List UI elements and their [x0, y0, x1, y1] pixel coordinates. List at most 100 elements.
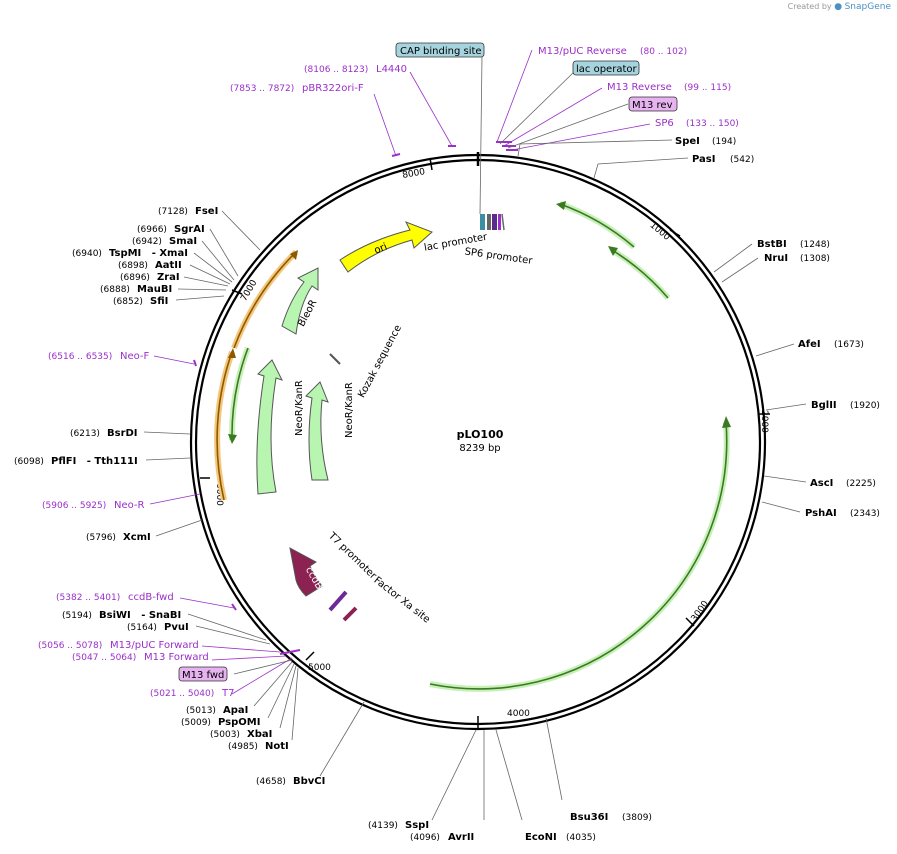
t7-promoter-label: T7 promoter — [325, 530, 379, 582]
primer-t7-name: T7 — [221, 688, 234, 699]
tick-2000: 2000 — [759, 410, 769, 433]
enzyme-pvui-pos: (5164) — [127, 623, 157, 633]
enzyme-nrui-pos: (1308) — [800, 254, 830, 264]
primer-labels: M13/pUC Reverse (80 .. 102) M13 Reverse … — [38, 46, 739, 699]
enzyme-bsiwi-pos: (5194) — [62, 611, 92, 621]
primer-m13puc-rev-name: M13/pUC Reverse — [538, 46, 627, 57]
ori-feature: ori — [339, 221, 433, 273]
enzyme-smai-name: SmaI — [169, 236, 197, 247]
enzyme-pshai-pos: (2343) — [850, 509, 880, 519]
enzyme-xcmi-name: XcmI — [123, 532, 151, 543]
orf-arc-1a-head — [556, 201, 566, 210]
neokan-label-2: NeoR/KanR — [344, 382, 355, 438]
enzyme-bglii-name: BglII — [811, 400, 837, 411]
enzyme-pflfi-name: PflFI - Tth111I — [51, 456, 138, 467]
enzyme-bstbi-name: BstBI — [757, 239, 787, 250]
enzyme-nrui-name: NruI — [764, 253, 788, 264]
enzyme-asci-name: AscI — [810, 478, 833, 489]
neokan-label-1: NeoR/KanR — [294, 380, 305, 436]
primer-m13-rev-name: M13 Reverse — [607, 82, 672, 93]
orange-arc-2-core — [216, 351, 233, 501]
m13-rev-box: M13 rev — [628, 96, 678, 112]
primer-m13-fwd-pos: (5047 .. 5064) — [72, 653, 136, 663]
enzyme-sspi-name: SspI — [405, 820, 429, 831]
enzyme-sfii-pos: (6852) — [113, 297, 143, 307]
enzyme-sspi-pos: (4139) — [368, 821, 398, 831]
kozak-feature: Kozak sequence — [329, 323, 404, 400]
orf-arc-1a-core — [559, 203, 635, 248]
primer-neor-name: Neo-R — [114, 500, 145, 511]
orf-arc-2 — [429, 421, 730, 692]
factor-xa-label: Factor Xa site — [372, 575, 432, 626]
orange-arcs — [214, 249, 299, 501]
primer-pbr322-pos: (7853 .. 7872) — [230, 84, 294, 94]
enzyme-sfii-name: SfiI — [150, 296, 168, 307]
enzyme-maubi-name: MauBI — [137, 284, 172, 295]
orf-arc-3-head — [228, 434, 237, 444]
tick-4000: 4000 — [507, 709, 530, 719]
enzyme-bbvci-pos: (4658) — [256, 777, 286, 787]
enzyme-sgrai-name: SgrAI — [174, 224, 205, 235]
primer-neof-pos: (6516 .. 6535) — [48, 352, 112, 362]
primer-marks — [193, 141, 518, 655]
t7-factorxa-feature: T7 promoter Factor Xa site — [325, 530, 432, 626]
enzyme-pspomi-name: PspOMI — [218, 717, 260, 728]
enzyme-apai-pos: (5013) — [186, 706, 216, 716]
cap-box-label: CAP binding site — [400, 46, 482, 57]
enzyme-zrai-pos: (6896) — [120, 273, 150, 283]
enzyme-apai-name: ApaI — [223, 705, 248, 716]
enzyme-xbai-pos: (5003) — [210, 730, 240, 740]
enzyme-sgrai-pos: (6966) — [137, 225, 167, 235]
primer-sp6-pos: (133 .. 150) — [686, 119, 739, 129]
primer-m13puc-rev-pos: (80 .. 102) — [640, 47, 687, 57]
orange-arc-1-core — [233, 251, 297, 349]
enzyme-aatii-name: AatII — [155, 260, 182, 271]
enzyme-bglii-pos: (1920) — [850, 401, 880, 411]
primer-l4440-pos: (8106 .. 8123) — [304, 65, 368, 75]
enzyme-labels-left: (4096) AvrII (4139) SspI (4658) BbvCI (4… — [14, 206, 474, 843]
tick-marks — [200, 152, 770, 728]
enzyme-labels-right: SpeI (194) PasI (542) BstBI (1248) NruI … — [525, 136, 880, 843]
enzyme-smai-pos: (6942) — [132, 237, 162, 247]
primer-ccdb-pos: (5382 .. 5401) — [56, 593, 120, 603]
enzyme-pasi-pos: (542) — [730, 155, 754, 165]
plasmid-name: pLO100 — [457, 428, 504, 441]
orf-arc-2-head — [722, 416, 731, 428]
enzyme-bsrdi-name: BsrDI — [107, 428, 138, 439]
enzyme-zrai-name: ZraI — [157, 272, 180, 283]
enzyme-xbai-name: XbaI — [247, 729, 272, 740]
credit-brand: SnapGene — [844, 2, 891, 12]
credit-prefix: Created by — [787, 2, 832, 11]
primer-m13-rev-pos: (99 .. 115) — [684, 83, 731, 93]
neokan-feature-1: NeoR/KanR — [256, 359, 305, 495]
lac-operator-box: lac operator — [572, 60, 640, 76]
enzyme-tspmi-name: TspMI - XmaI — [109, 248, 188, 259]
tick-3000: 3000 — [690, 599, 711, 624]
orf-arc-3 — [228, 346, 251, 441]
enzyme-pasi-name: PasI — [692, 154, 715, 165]
lac-promoter-feature: lac promoter SP6 promoter — [423, 213, 534, 267]
enzyme-afei-pos: (1673) — [834, 340, 864, 350]
orf-arcs — [228, 201, 731, 692]
primer-m13puc-fwd-pos: (5056 .. 5078) — [38, 641, 102, 651]
enzyme-noti-name: NotI — [265, 741, 289, 752]
snapgene-logo-icon: ● — [834, 2, 843, 12]
enzyme-noti-pos: (4985) — [228, 742, 258, 752]
enzyme-spei-pos: (194) — [712, 137, 736, 147]
orf-arc-1a — [558, 201, 636, 250]
orf-arc-3-core — [231, 347, 249, 441]
tick-6000: 6000 — [214, 483, 224, 506]
primer-pbr322-name: pBR322ori-F — [302, 83, 364, 94]
enzyme-econi-name: EcoNI — [525, 832, 557, 843]
enzyme-maubi-pos: (6888) — [100, 285, 130, 295]
neokan-feature-2: NeoR/KanR — [305, 381, 355, 481]
cap-box: CAP binding site — [395, 42, 485, 58]
primer-t7-pos: (5021 .. 5040) — [150, 689, 214, 699]
primer-l4440-name: L4440 — [376, 64, 407, 75]
snapgene-credit: Created by ● SnapGene — [788, 2, 891, 12]
primer-sp6-name: SP6 — [655, 118, 674, 129]
enzyme-econi-pos: (4035) — [566, 833, 596, 843]
enzyme-avrii-pos: (4096) — [410, 833, 440, 843]
kozak-label: Kozak sequence — [356, 323, 404, 399]
